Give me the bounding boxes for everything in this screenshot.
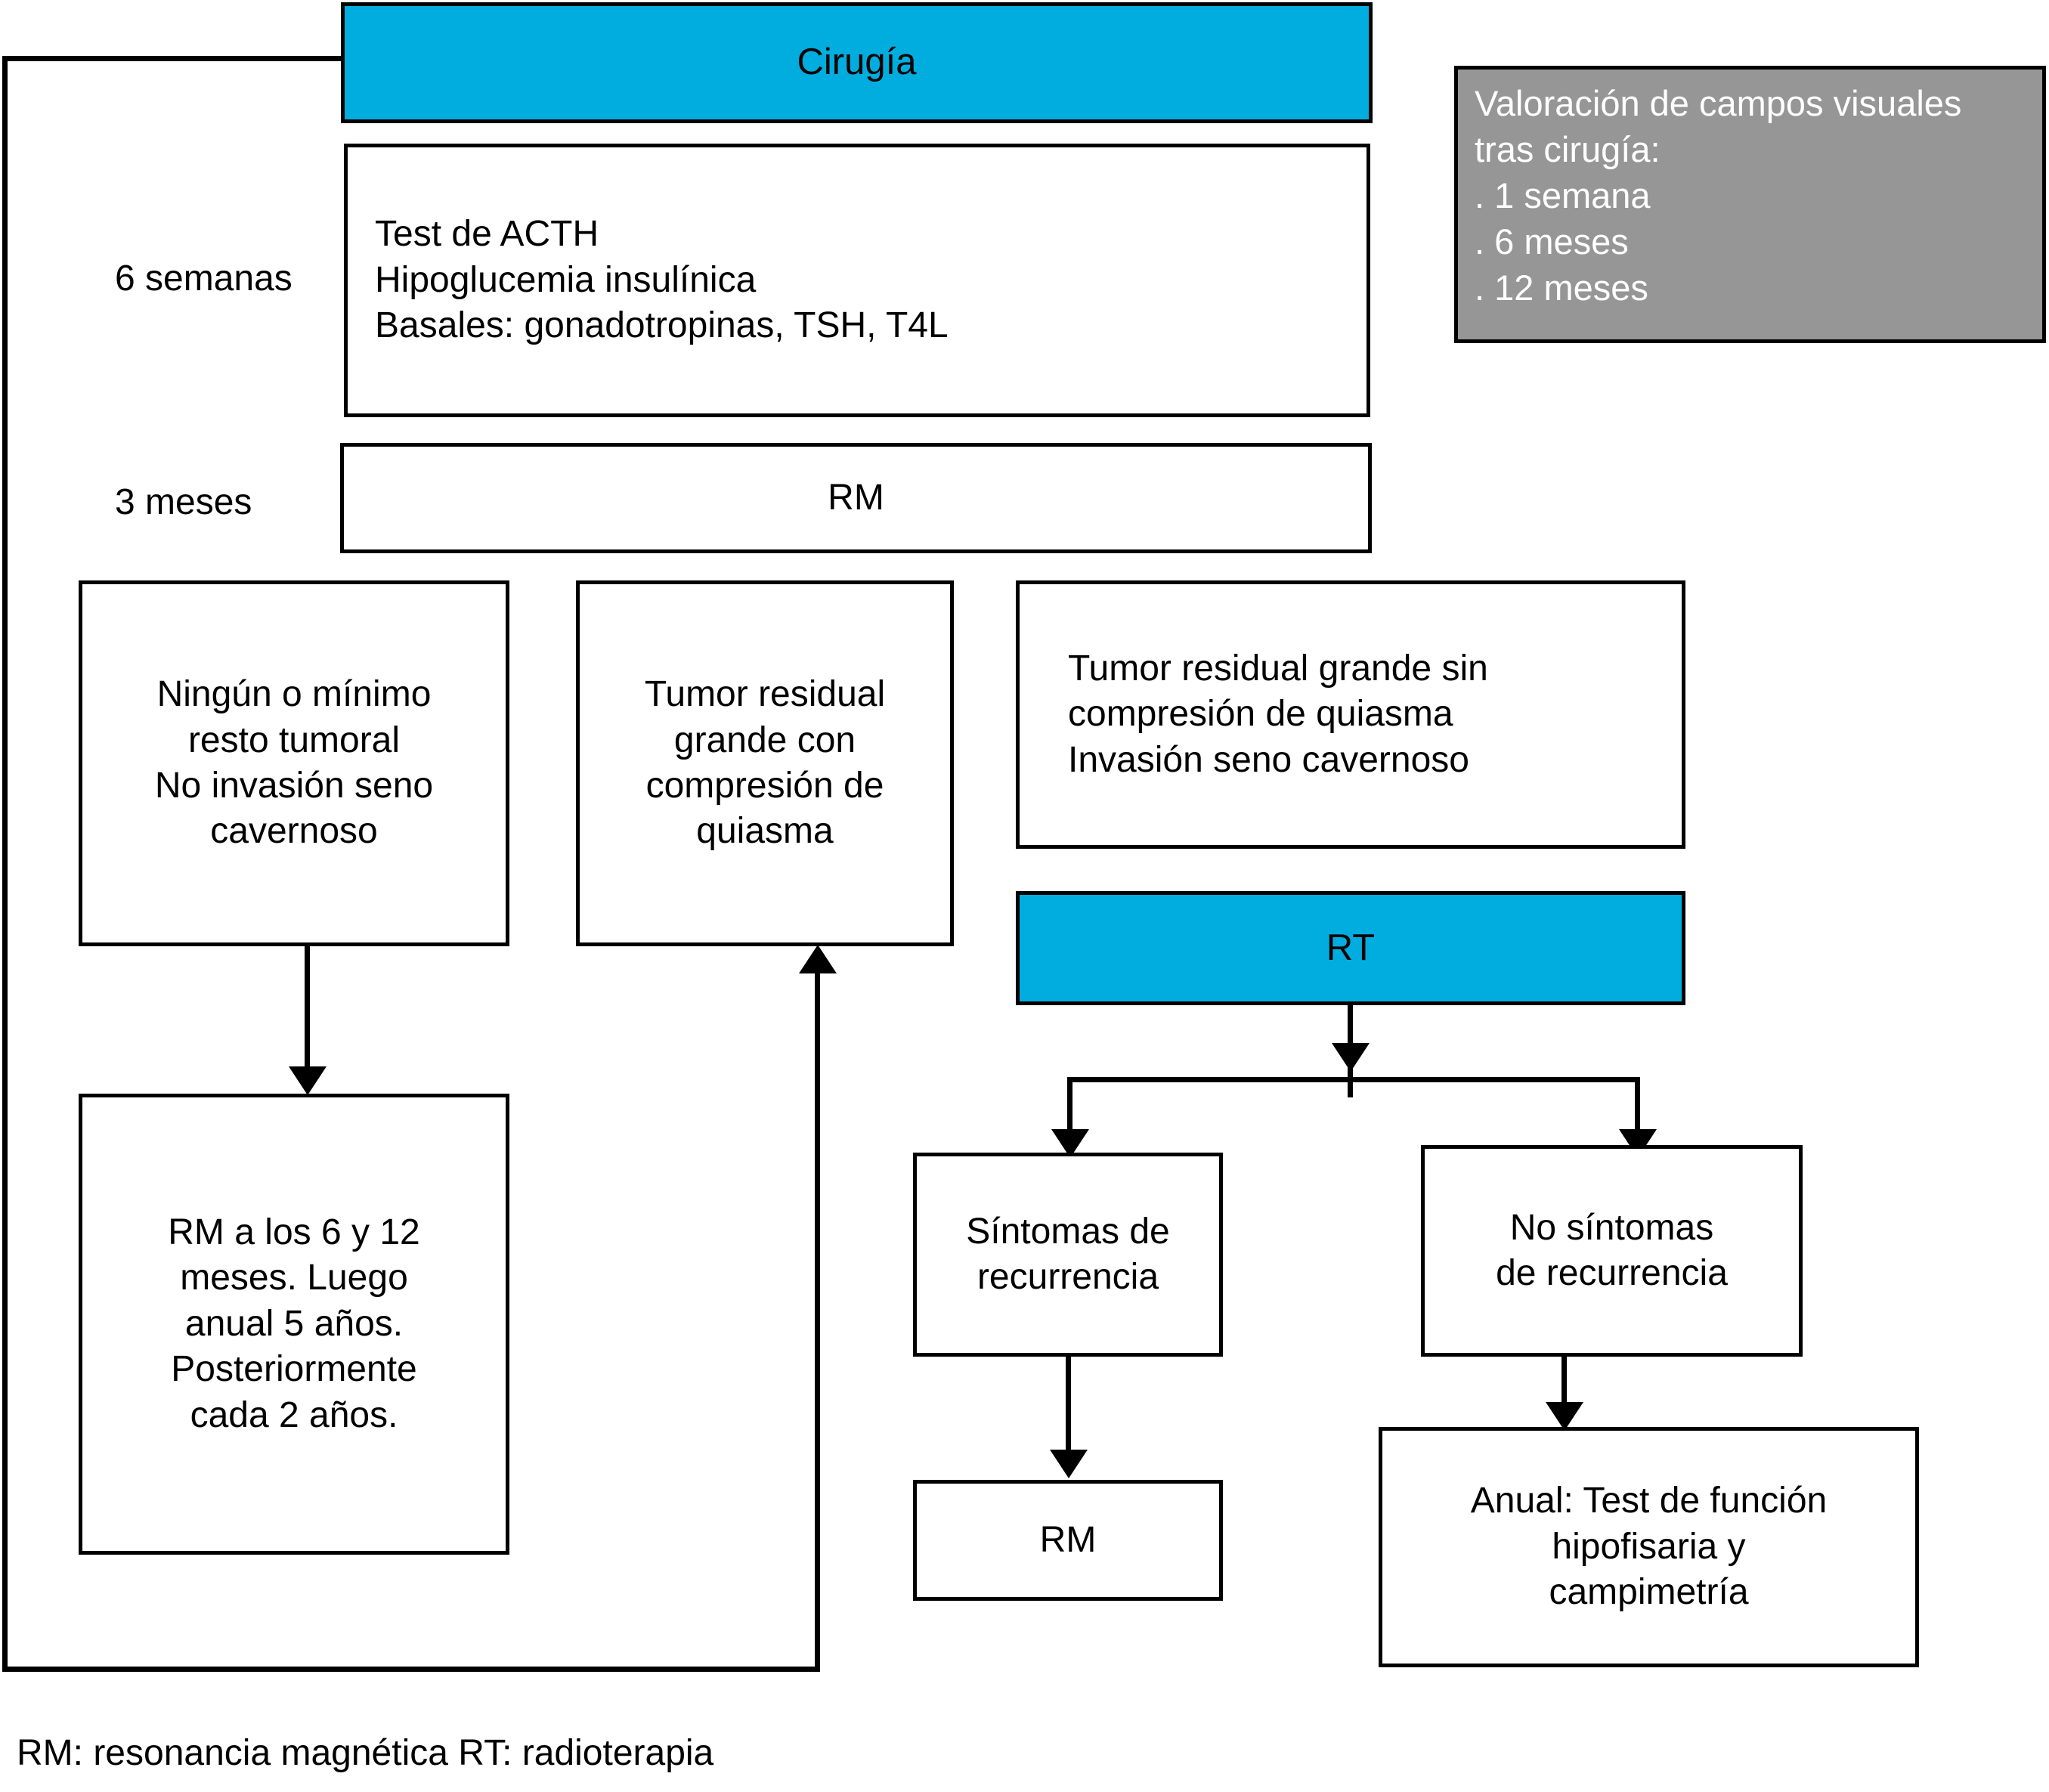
annual-pituitary-test-box[interactable]: Anual: Test de función hipofisaria y cam… (1379, 1427, 1919, 1667)
arrowhead-to-rm-recurrence-box (1050, 1450, 1088, 1478)
connector-symptoms-to-rm (1066, 1357, 1071, 1474)
connector-left-horizontal-top (2, 56, 342, 61)
radiotherapy-box[interactable]: RT (1016, 891, 1685, 1005)
label-six-weeks: 6 semanas (115, 258, 292, 299)
mri-box[interactable]: RM (340, 443, 1372, 553)
arrowhead-to-annual-box (1546, 1402, 1583, 1431)
connector-left-vertical (2, 56, 8, 1672)
outcome-box-residual-with-compression[interactable]: Tumor residual grande con compresión de … (576, 580, 954, 946)
connector-bottom-horizontal (2, 1667, 820, 1672)
connector-rt-split-bar (1067, 1077, 1640, 1082)
connector-no-residual-to-followup (305, 946, 310, 1079)
outcome-box-residual-no-compression[interactable]: Tumor residual grande sin compresión de … (1016, 580, 1685, 849)
label-three-months: 3 meses (115, 482, 252, 522)
arrowhead-rt-stem (1332, 1043, 1370, 1072)
arrowhead-to-residual-box (799, 945, 837, 973)
connector-rt-right-leg (1635, 1077, 1640, 1160)
symptoms-of-recurrence-box[interactable]: Síntomas de recurrencia (913, 1153, 1223, 1357)
connector-up-to-residual-vertical (815, 973, 820, 1670)
followup-schedule-box[interactable]: RM a los 6 y 12 meses. Luego anual 5 año… (79, 1094, 509, 1555)
outcome-box-no-residual[interactable]: Ningún o mínimo resto tumoral No invasió… (79, 580, 509, 946)
legend-abbreviations: RM: resonancia magnética RT: radioterapi… (17, 1733, 714, 1773)
surgery-box[interactable]: Cirugía (341, 2, 1373, 123)
rm-recurrence-box[interactable]: RM (913, 1480, 1223, 1601)
no-symptoms-of-recurrence-box[interactable]: No síntomas de recurrencia (1421, 1145, 1803, 1357)
arrowhead-to-followup-box (289, 1066, 327, 1095)
hormone-tests-box[interactable]: Test de ACTH Hipoglucemia insulínica Bas… (344, 144, 1370, 417)
connector-no-symptoms-to-annual (1562, 1357, 1567, 1425)
visual-fields-assessment-box: Valoración de campos visuales tras cirug… (1454, 66, 2046, 343)
connector-rt-left-leg (1067, 1077, 1072, 1160)
